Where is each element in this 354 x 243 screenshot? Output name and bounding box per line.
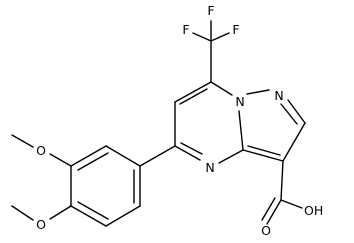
pyrazole-ring: [242, 89, 306, 162]
atom-label-n-pyrimidine: N: [205, 160, 214, 175]
atom-label-o-methoxy-top: O: [36, 143, 46, 158]
carboxylic-acid-group: [261, 160, 303, 225]
atom-label-f-right: F: [232, 22, 239, 37]
atom-label-oh: OH: [304, 203, 323, 218]
molecule-drawing: F F F N N N O O O OH: [11, 3, 323, 238]
atom-label-f-top: F: [207, 3, 214, 18]
atom-label-n-bridge: N: [235, 94, 244, 109]
methoxy-groups: [11, 134, 72, 221]
atom-label-o-methoxy-bottom: O: [36, 217, 46, 232]
structure-canvas: F F F N N N O O O OH: [11, 3, 323, 238]
pyrimidine-ring: [174, 81, 244, 164]
dimethoxyphenyl-group: [70, 145, 176, 227]
trifluoromethyl-group: [192, 20, 230, 83]
atom-label-n-pyrazole: N: [274, 88, 283, 103]
atom-label-o-carbonyl: O: [261, 223, 271, 238]
atom-label-f-left: F: [182, 22, 189, 37]
